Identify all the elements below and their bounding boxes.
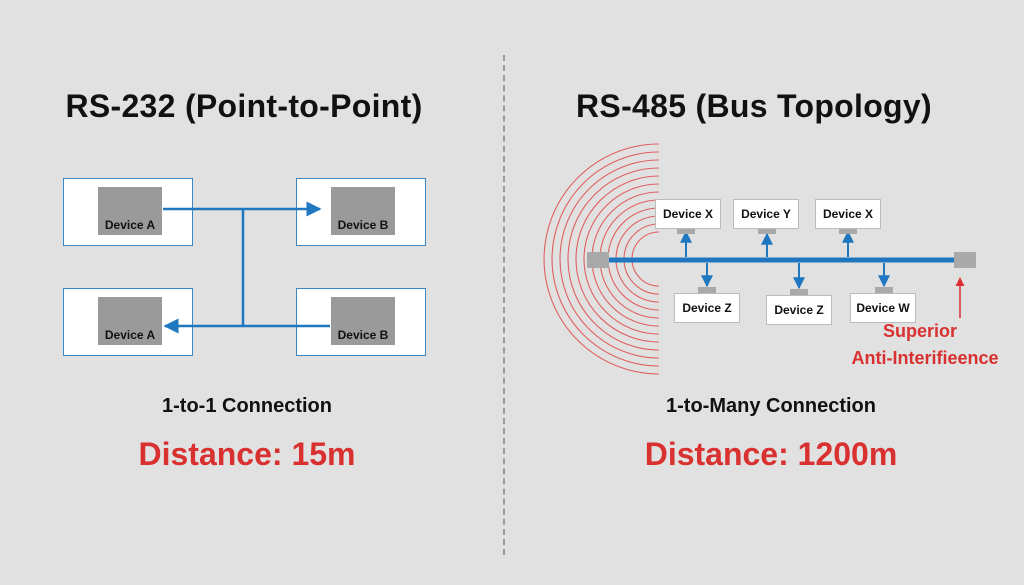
device-box: Device B bbox=[331, 187, 395, 235]
rs485-distance: Distance: 1200m bbox=[644, 436, 898, 472]
device-box: Device B bbox=[331, 297, 395, 345]
connector bbox=[790, 289, 808, 297]
connector bbox=[677, 226, 695, 234]
connector bbox=[698, 287, 716, 295]
bus-device-top-2: Device Y bbox=[733, 199, 799, 229]
device-label: Device A bbox=[104, 328, 156, 342]
rs485-title: RS-485 (Bus Topology) bbox=[576, 88, 932, 124]
note-anti-interference: Anti-Interifieence bbox=[851, 348, 999, 368]
rs485-connection-label: 1-to-Many Connection bbox=[666, 395, 876, 417]
connector bbox=[758, 226, 776, 234]
device-label: Device B bbox=[337, 218, 389, 232]
connector bbox=[839, 226, 857, 234]
device-label: Device A bbox=[104, 218, 156, 232]
device-box: Device A bbox=[98, 297, 162, 345]
bus-terminator-right bbox=[954, 252, 976, 268]
bus-device-bottom-2: Device Z bbox=[766, 295, 832, 325]
rs232-panel-bottom-right: Device B bbox=[296, 288, 426, 356]
rs232-wiring bbox=[163, 201, 330, 334]
section-divider bbox=[503, 55, 505, 555]
bus-device-top-1: Device X bbox=[655, 199, 721, 229]
rs232-title: RS-232 (Point-to-Point) bbox=[65, 88, 423, 124]
device-box: Device A bbox=[98, 187, 162, 235]
rs232-panel-top-left: Device A bbox=[63, 178, 193, 246]
rs232-distance: Distance: 15m bbox=[138, 436, 356, 472]
note-superior: Superior bbox=[882, 321, 957, 341]
bus-device-bottom-3: Device W bbox=[850, 293, 916, 323]
bus-device-bottom-1: Device Z bbox=[674, 293, 740, 323]
rs232-panel-bottom-left: Device A bbox=[63, 288, 193, 356]
rs232-connection-label: 1-to-1 Connection bbox=[162, 395, 332, 417]
connector bbox=[875, 287, 893, 295]
bus-device-top-3: Device X bbox=[815, 199, 881, 229]
bus-drops bbox=[680, 230, 890, 290]
bus-terminator-left bbox=[587, 252, 609, 268]
device-label: Device B bbox=[337, 328, 389, 342]
